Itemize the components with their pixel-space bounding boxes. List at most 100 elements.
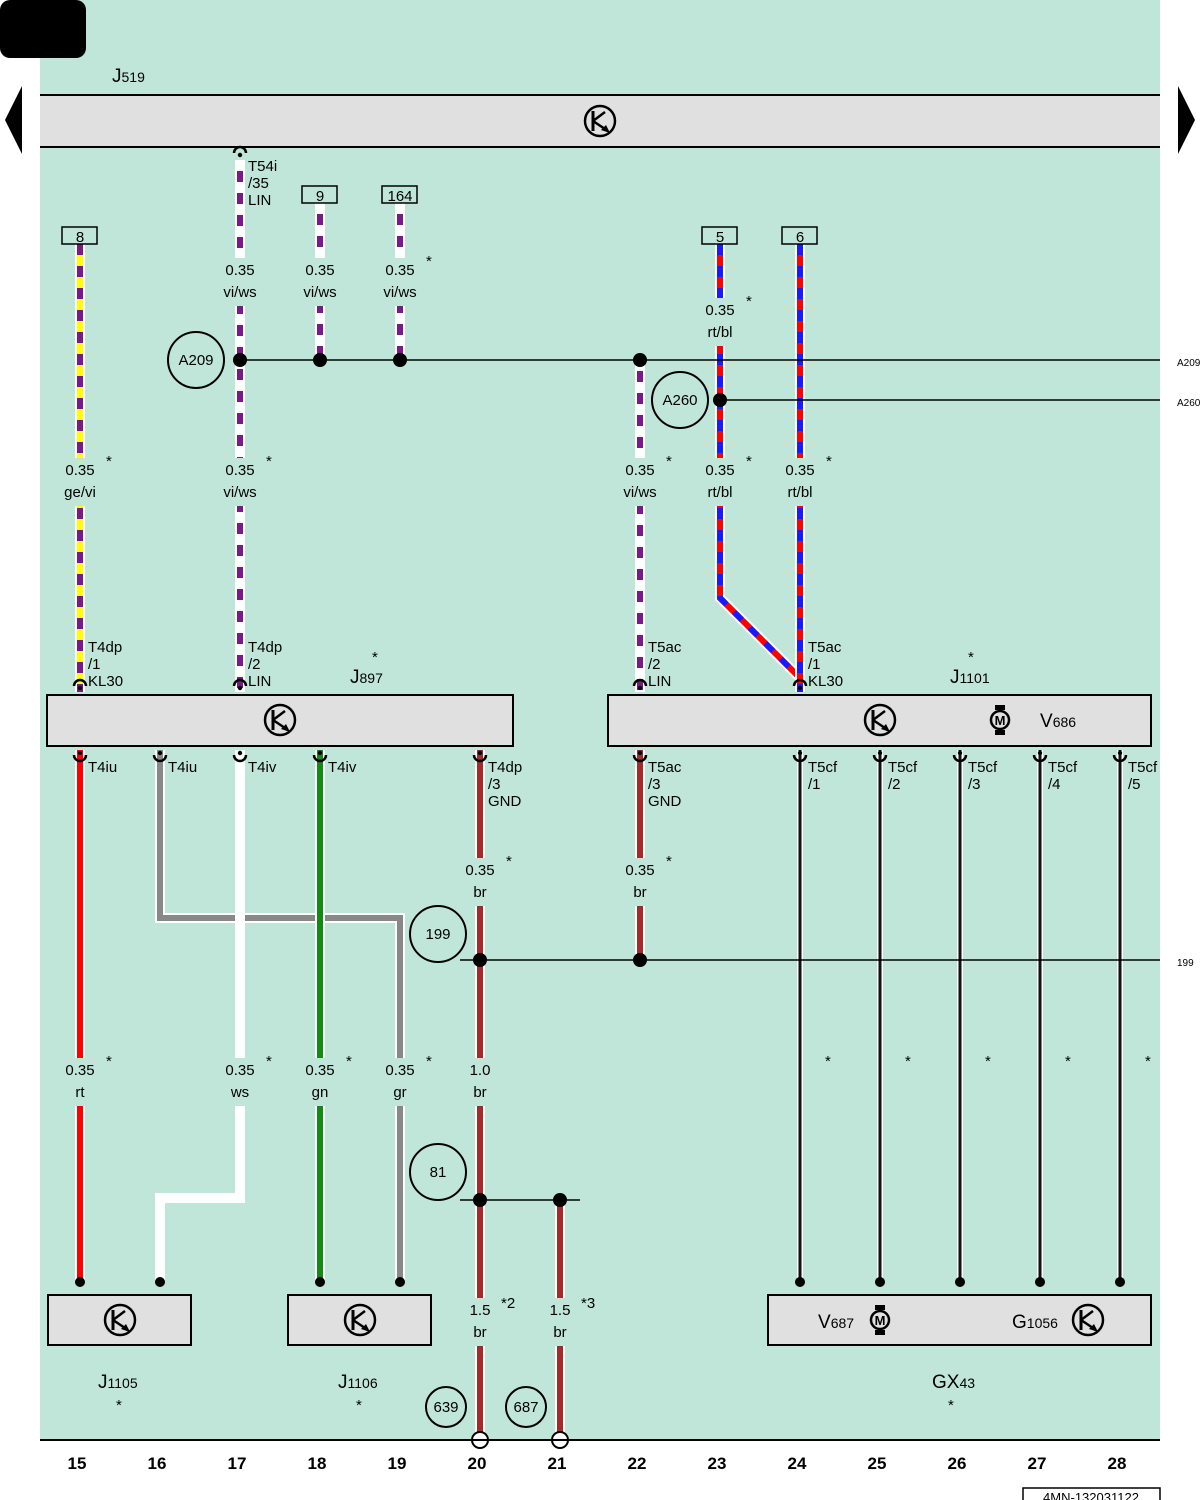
svg-text:0.35: 0.35 [225,262,254,279]
pin-box-6: 6 [781,226,818,246]
pin-terminal [1115,1277,1125,1287]
connector-pin [637,685,643,691]
svg-text:*: * [746,293,752,310]
junction-markers: A209 A260 199 81 639 687 [167,331,709,1428]
column-number: 28 [1108,1454,1127,1473]
component-gx43: V687 G1056 GX43 * [767,1294,1152,1414]
pin-terminal [795,1277,805,1287]
svg-text:0.35: 0.35 [625,862,654,879]
svg-text:6: 6 [796,229,804,246]
svg-text:*: * [346,1053,352,1070]
connector-plug-icon [152,754,168,763]
svg-text:*: * [106,453,112,470]
svg-text:*: * [666,453,672,470]
connector-pin [237,750,243,756]
connector-pin [1037,750,1043,756]
connector-plug-icon [632,678,648,687]
svg-text:rt/bl: rt/bl [707,484,732,501]
pin-terminal [155,1277,165,1287]
column-number: 21 [548,1454,567,1473]
label-gap [470,858,490,906]
column-number: 24 [788,1454,807,1473]
junction-a260: A260 [651,371,709,429]
component-j519: J519 [40,66,1160,148]
connector-plug-icon [1112,754,1128,763]
pin-box-8: 8 [61,226,98,246]
connector-label: T4iv [328,759,357,776]
svg-text:4MN-132031122: 4MN-132031122 [1043,1490,1139,1500]
column-number: 22 [628,1454,647,1473]
svg-text:rt: rt [75,1084,85,1101]
label-gap [710,458,730,506]
svg-text:rt/bl: rt/bl [707,324,732,341]
component-j897: J897 * [46,649,514,747]
svg-text:0.35: 0.35 [225,1062,254,1079]
connector-label: T4iv [248,759,277,776]
svg-text:1.5: 1.5 [550,1302,571,1319]
pin-box-9: 9 [301,185,338,205]
connector-pin [477,750,483,756]
junction-a209: A209 [167,331,225,389]
label-gap [550,1298,570,1346]
svg-text:*: * [426,253,432,270]
label-gap [310,1058,330,1106]
label-gap [230,258,250,306]
note-star: * [985,1053,991,1070]
label-gap [70,1058,90,1106]
svg-text:0.35: 0.35 [225,462,254,479]
svg-text:*: * [506,853,512,870]
svg-text:vi/ws: vi/ws [383,284,416,301]
wire-label: 0.35 ge/vi * [64,453,112,501]
pin-terminal [315,1277,325,1287]
connector-pin [957,750,963,756]
junction-81: 81 [409,1143,467,1201]
label-j1105: J1105 [98,1372,138,1393]
note-j1106: * [356,1397,362,1414]
connector-plug-icon [472,754,488,763]
svg-text:vi/ws: vi/ws [303,284,336,301]
label-j519: J519 [112,66,145,87]
svg-text:0.35: 0.35 [305,1062,334,1079]
prev-page-arrow-icon[interactable] [5,86,22,154]
svg-text:ge/vi: ge/vi [64,484,96,501]
svg-text:*: * [106,1053,112,1070]
svg-text:ws: ws [230,1084,249,1101]
svg-text:199: 199 [425,926,450,943]
edge-references: A209 A260 199 [1177,358,1200,969]
pin-box-5: 5 [701,226,738,246]
label-gap [70,458,90,506]
svg-text:0.35: 0.35 [65,1062,94,1079]
note-star: * [905,1053,911,1070]
connector-pin [237,152,243,158]
label-gap [470,1298,490,1346]
column-number: 26 [948,1454,967,1473]
diagram-code: 4MN-132031122 [1022,1487,1161,1500]
connector-label: T5cf/5 [1128,759,1158,793]
next-page-arrow-icon[interactable] [1178,86,1195,154]
svg-text:vi/ws: vi/ws [623,484,656,501]
page-tab [0,0,86,58]
pin-terminal [1035,1277,1045,1287]
svg-text:0.35: 0.35 [785,462,814,479]
wire-ws-17 [155,750,245,1280]
connector-plug-icon [792,754,808,763]
svg-text:0.35: 0.35 [465,862,494,879]
column-number: 17 [228,1454,247,1473]
connector-plug-icon [1032,754,1048,763]
svg-text:0.35: 0.35 [705,462,734,479]
connector-pin [877,750,883,756]
column-number: 18 [308,1454,327,1473]
svg-text:*: * [266,453,272,470]
svg-text:0.35: 0.35 [65,462,94,479]
svg-text:0.35: 0.35 [625,462,654,479]
column-number: 23 [708,1454,727,1473]
